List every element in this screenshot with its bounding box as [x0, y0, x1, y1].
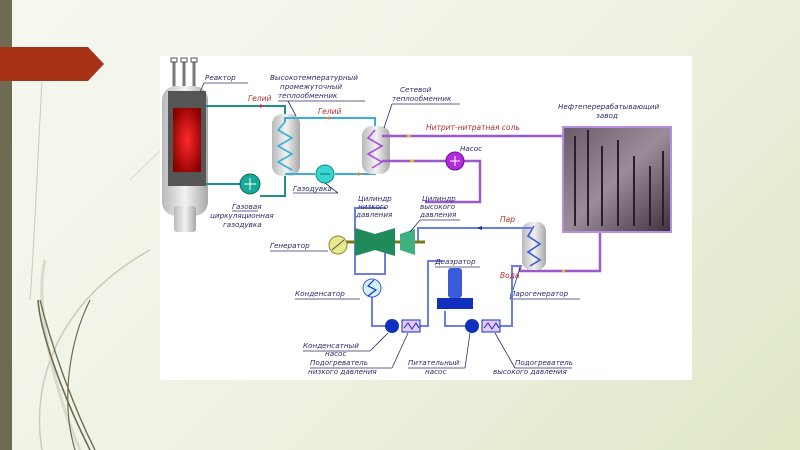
title-arrow-banner	[0, 47, 104, 81]
label-feed-pump-2: насос	[425, 367, 446, 376]
label-lp-heater-1: Подогреватель	[310, 358, 368, 367]
label-helium-2: Гелий	[318, 107, 341, 116]
label-helium-1: Гелий	[248, 94, 271, 103]
water-steam-loop	[354, 207, 534, 327]
label-blower: Газодувка	[293, 184, 332, 193]
label-hp-heater-2: высокого давления	[493, 367, 567, 376]
label-hp-heater-1: Подогреватель	[515, 358, 573, 367]
low-pressure-cylinder	[355, 228, 375, 256]
feed-pump	[465, 319, 479, 333]
htgr-process-diagram: Реактор Гелий Газовая циркуляционная газ…	[162, 57, 672, 376]
label-net-hx-2: теплообменник	[392, 94, 452, 103]
label-refinery-1: Нефтеперерабатывающий	[558, 102, 659, 111]
label-generator: Генератор	[270, 241, 310, 250]
label-water: Вода	[500, 271, 520, 280]
label-hp-cyl-1: Цилиндр	[422, 194, 456, 203]
label-steam-generator: Парогенератор	[510, 289, 569, 298]
label-lp-heater-2: низкого давления	[308, 367, 377, 376]
label-cond-pump-1: Конденсатный	[303, 341, 359, 350]
label-gas-blower-3: газодувка	[223, 220, 262, 229]
label-net-hx-1: Сетевой	[400, 85, 432, 94]
label-reactor: Реактор	[205, 73, 236, 82]
label-lp-cyl-3: давления	[355, 210, 393, 219]
label-feed-pump-1: Питательный	[408, 358, 459, 367]
label-htx-3: теплообменник	[278, 91, 338, 100]
salt-loop	[382, 134, 602, 273]
refinery-towers	[574, 130, 664, 226]
label-gas-blower-2: циркуляционная	[210, 211, 274, 220]
label-gas-blower-1: Газовая	[232, 202, 262, 211]
slide-sidebar-bar	[0, 0, 12, 450]
deaerator	[448, 268, 462, 298]
label-htx-1: Высокотемпературный	[270, 73, 358, 82]
label-steam: Пар	[500, 215, 515, 224]
high-pressure-cylinder	[400, 229, 415, 255]
label-hp-cyl-3: давления	[419, 210, 457, 219]
label-deaerator: Деаэратор	[434, 257, 476, 266]
label-refinery-2: завод	[596, 111, 618, 120]
label-lp-cyl-2: низкого	[358, 202, 389, 211]
label-cond-pump-2: насос	[325, 349, 346, 358]
label-salt: Нитрит-нитратная соль	[426, 123, 520, 132]
label-hp-cyl-2: высокого	[420, 202, 456, 211]
condensate-pump	[385, 319, 399, 333]
reactor-core	[173, 108, 201, 172]
label-pump: Насос	[460, 144, 482, 153]
label-condenser: Конденсатор	[295, 289, 345, 298]
steam-generator	[522, 222, 546, 270]
label-htx-2: промежуточный	[280, 82, 342, 91]
reactor	[162, 57, 208, 232]
label-lp-cyl-1: Цилиндр	[358, 194, 392, 203]
